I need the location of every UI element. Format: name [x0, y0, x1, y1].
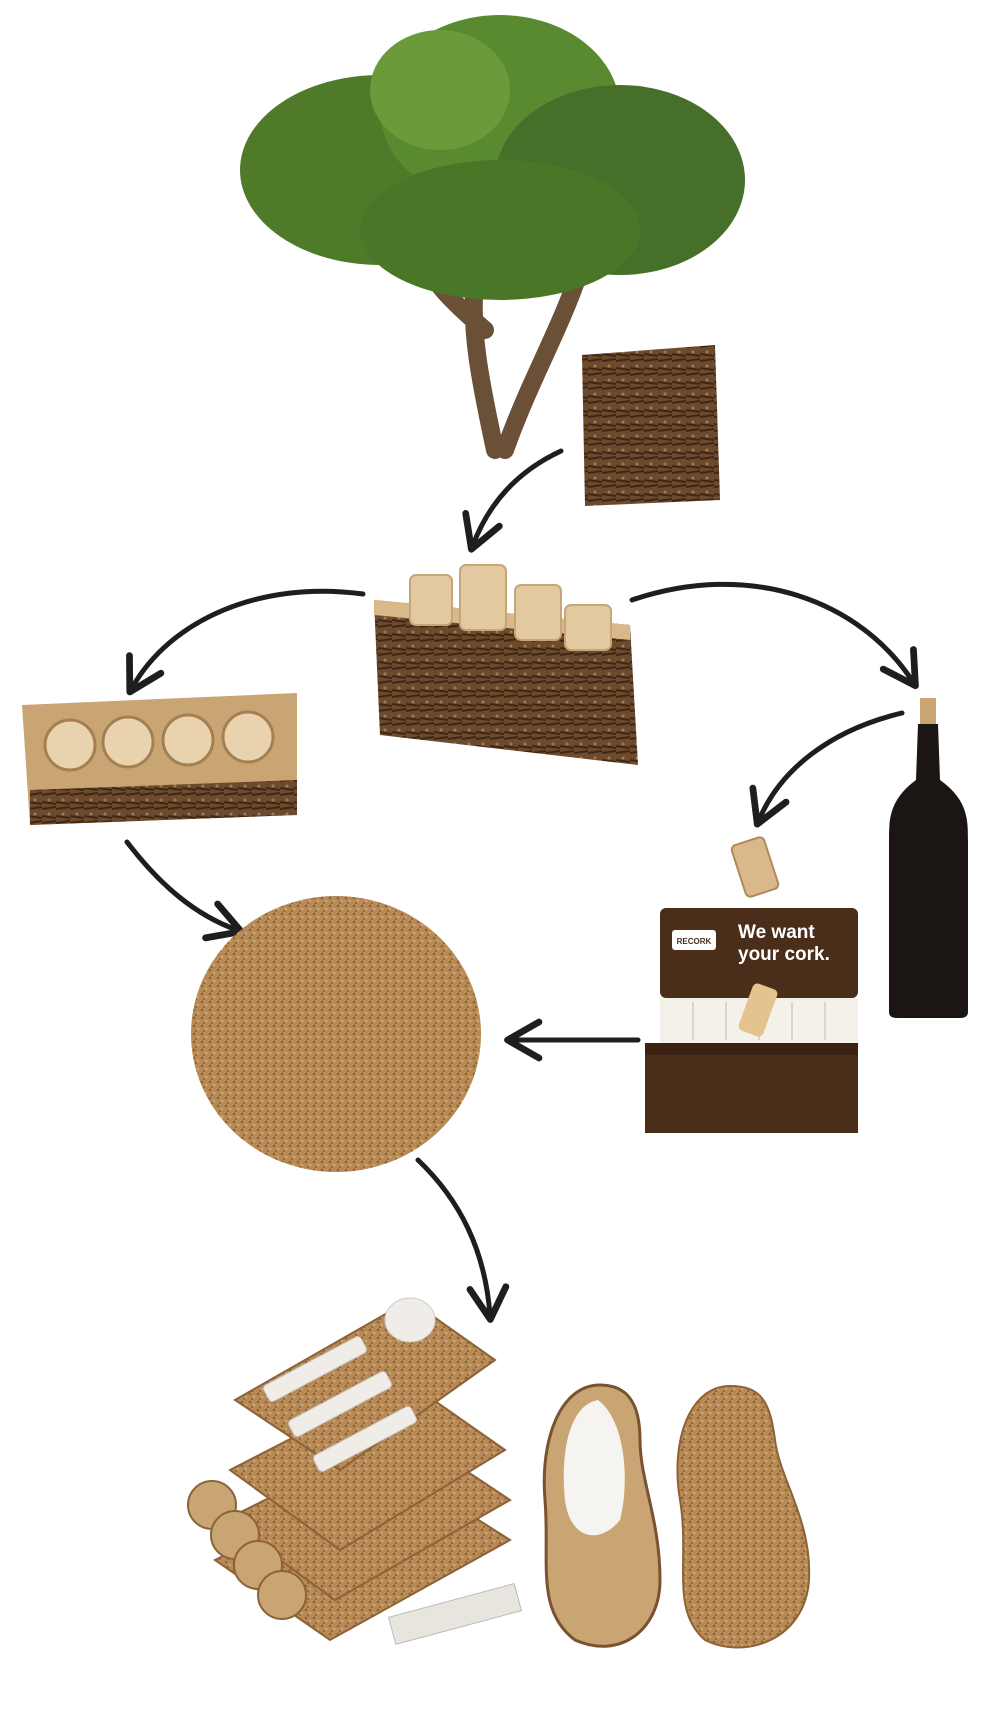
- arrow-bottle-to-cork: [749, 710, 905, 828]
- cork-products: [187, 1297, 811, 1649]
- punched-cork-strip: [22, 693, 297, 825]
- recork-headline-line1: We want: [738, 922, 815, 943]
- recork-headline-line2: your cork.: [738, 944, 830, 965]
- cork-granule-pile: [191, 896, 481, 1172]
- arrow-granules-to-products: [415, 1157, 510, 1323]
- arrow-strip-to-granules: [124, 839, 245, 942]
- cork-bark-piece: [582, 345, 720, 506]
- cork-oak-tree: [240, 15, 745, 459]
- wine-bottle: [889, 698, 968, 1018]
- cork-block-with-stoppers: [374, 564, 638, 765]
- arrow-block-to-punched-strip: [126, 588, 366, 696]
- arrow-block-to-bottle: [629, 581, 919, 690]
- used-cork: [730, 836, 780, 898]
- recork-logo: RECORK: [677, 937, 712, 946]
- recork-collection-box: RECORK We want your cork.: [645, 908, 858, 1133]
- arrow-bark-to-block: [462, 448, 564, 553]
